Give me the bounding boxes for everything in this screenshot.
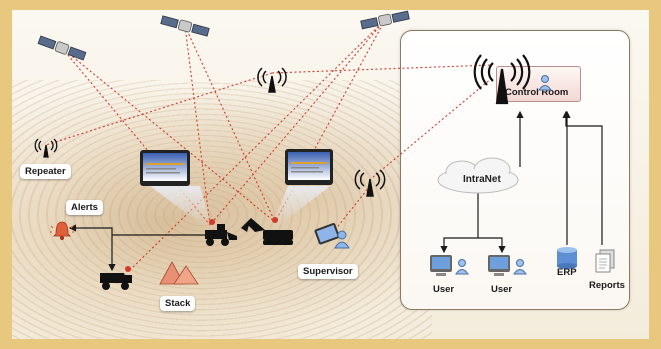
tablet-icon	[314, 223, 340, 245]
intranet-label: IntraNet	[463, 174, 501, 185]
network-arrows	[68, 110, 603, 272]
arrow-intranet-users	[440, 192, 479, 254]
stack-label: Stack	[160, 296, 196, 311]
monitor-beam	[272, 186, 330, 226]
arrow-loader-alerts	[80, 227, 210, 236]
computer-icon	[488, 255, 510, 276]
supervisor-label: Supervisor	[298, 264, 358, 279]
excavator-icon	[241, 217, 293, 245]
person-icon	[334, 230, 350, 249]
link-sat1-excavator	[61, 47, 276, 223]
monitor-beam	[150, 186, 212, 228]
radio-tower-icon	[257, 67, 287, 93]
person-icon	[455, 259, 469, 275]
radio-tower-icon	[473, 54, 531, 105]
arrow-reports-controlroom	[562, 110, 603, 245]
reports-label: Reports	[589, 280, 625, 291]
database-icon	[557, 247, 577, 269]
satellite-icon	[37, 35, 87, 61]
monitor-icon	[285, 149, 333, 185]
monitor-icon	[140, 150, 190, 186]
truck-icon	[100, 266, 132, 290]
computer-icon	[430, 255, 452, 276]
alert-bell-icon	[50, 221, 74, 240]
user-label-1: User	[433, 284, 455, 295]
radio-tower-icon	[34, 138, 58, 158]
erp-label: ERP	[557, 267, 577, 278]
arrow-intranet-user2	[478, 237, 506, 254]
person-icon	[513, 259, 527, 275]
loader-icon	[205, 219, 237, 246]
stockpile-icon	[159, 261, 199, 285]
document-icon	[595, 249, 615, 273]
control-room-box: Control Room	[496, 66, 581, 102]
repeater-label: Repeater	[20, 164, 71, 179]
cloud-icon	[437, 157, 519, 194]
satellite-icon	[160, 15, 210, 37]
person-icon	[538, 75, 552, 91]
link-sat2-loader	[184, 25, 211, 226]
link-tower-repeater	[45, 72, 273, 146]
link-sat3-truck	[129, 19, 386, 271]
satellite-icon	[360, 10, 410, 30]
alerts-label: Alerts	[66, 200, 103, 215]
link-tower-controlroom	[271, 64, 493, 74]
user-label-2: User	[491, 284, 513, 295]
radio-tower-icon	[354, 169, 386, 197]
link-controlroom-tower2	[371, 77, 493, 179]
control-room-label: Control Room	[505, 87, 569, 98]
wireless-links	[45, 19, 493, 271]
